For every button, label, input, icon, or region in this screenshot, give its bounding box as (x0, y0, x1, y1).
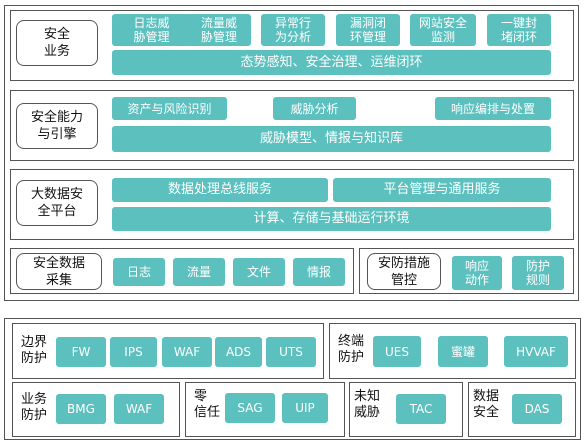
unknown-threat-label: 未知 威胁 (354, 389, 381, 420)
compute-storage-bar: 计算、存储与基础运行环境 (112, 207, 551, 231)
threat-model-knowledge-bar: 威胁模型、情报与知识库 (112, 126, 551, 152)
platform-management-tile: 平台管理与通用服务 (333, 178, 551, 202)
border-defense-label: 边界 防护 (21, 335, 48, 366)
traffic-threat-management-tile: 流量威 胁管理 (187, 14, 251, 46)
vulnerability-closed-loop-tile: 漏洞闭 环管理 (336, 14, 400, 46)
data-collection-label: 安全数据 采集 (16, 253, 102, 290)
log-threat-management-tile: 日志威 胁管理 (112, 14, 191, 46)
file-source-tile: 文件 (233, 258, 285, 286)
waf-tile: WAF (162, 337, 212, 367)
bigdata-platform-label: 大数据安 全平台 (16, 180, 98, 226)
ues-tile: UES (373, 336, 421, 367)
traffic-source-tile: 流量 (173, 258, 225, 286)
response-action-tile: 响应 动作 (452, 256, 502, 290)
business-defense-label: 业务 防护 (21, 392, 48, 423)
ips-tile: IPS (110, 337, 157, 367)
one-click-blocking-tile: 一键封 堵闭环 (487, 14, 551, 46)
uip-tile: UIP (282, 393, 328, 423)
endpoint-defense-label: 终端 防护 (338, 334, 365, 365)
abnormal-behavior-analysis-tile: 异常行 为分析 (261, 14, 325, 46)
tac-tile: TAC (396, 394, 446, 424)
protection-rule-tile: 防护 规则 (512, 256, 564, 290)
asset-risk-identification-tile: 资产与风险识别 (112, 97, 227, 120)
bmg-tile: BMG (56, 394, 106, 424)
honeypot-tile: 蜜罐 (438, 336, 488, 367)
data-processing-bus-tile: 数据处理总线服务 (112, 178, 328, 202)
business-waf-tile: WAF (114, 394, 164, 424)
security-business-label: 安全 业务 (16, 20, 98, 66)
threat-analysis-tile: 威胁分析 (273, 97, 356, 120)
data-security-label: 数据 安全 (473, 389, 500, 420)
intelligence-source-tile: 情报 (293, 258, 345, 286)
situation-awareness-bar: 态势感知、安全治理、运维闭环 (112, 50, 551, 75)
fw-tile: FW (56, 337, 106, 367)
das-tile: DAS (512, 394, 562, 424)
log-source-tile: 日志 (113, 258, 165, 286)
defense-control-label: 安防措施 管控 (367, 253, 441, 290)
ads-tile: ADS (215, 337, 262, 367)
response-orchestration-tile: 响应编排与处置 (435, 97, 551, 120)
capability-engine-label: 安全能力 与引擎 (16, 103, 98, 149)
zero-trust-label: 零 信任 (194, 389, 221, 420)
sag-tile: SAG (225, 393, 275, 423)
website-security-monitoring-tile: 网站安全 监测 (410, 14, 476, 46)
hvvaf-tile: HVVAF (504, 336, 568, 367)
uts-tile: UTS (266, 337, 316, 367)
